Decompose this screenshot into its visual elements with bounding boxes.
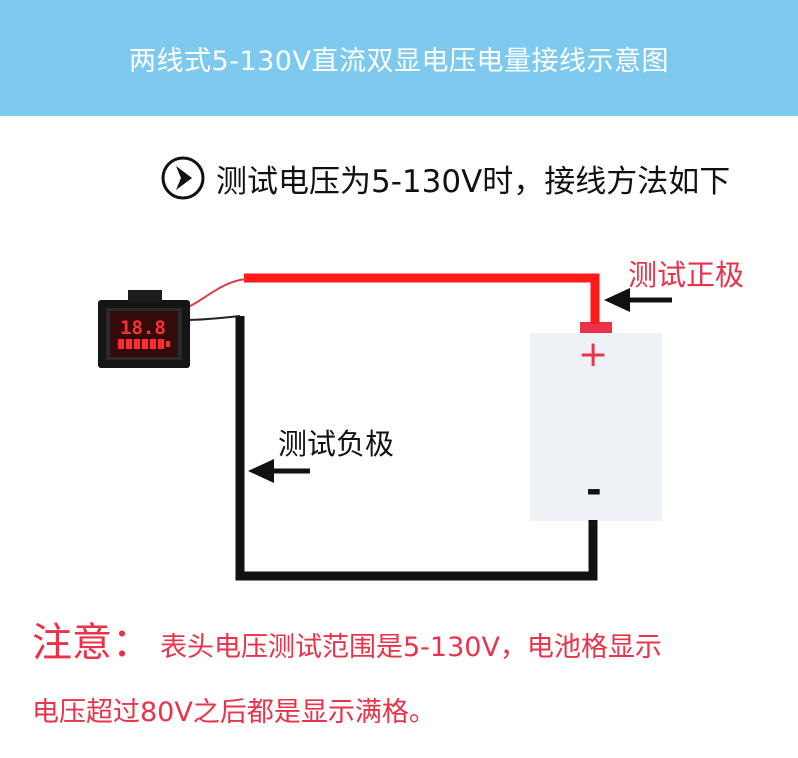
battery-body — [530, 333, 662, 521]
meter-red-lead — [185, 278, 247, 309]
positive-wire — [244, 273, 600, 324]
negative-label: 测试负极 — [278, 427, 395, 461]
battery-minus-sign: - — [586, 468, 602, 512]
voltmeter-device: 18.8 — [98, 290, 190, 368]
note-prefix: 注意： — [32, 620, 152, 666]
meter-display: 18.8 — [120, 317, 166, 339]
note-text-1: 表头电压测试范围是5-130V，电池格显示 — [160, 632, 662, 663]
battery-plus-sign: + — [578, 334, 609, 375]
note-block: 注意： 表头电压测试范围是5-130V，电池格显示 电压超过80V之后都是显示满… — [32, 610, 782, 729]
positive-pointer-arrow-icon — [604, 288, 672, 312]
meter-black-lead — [185, 315, 241, 321]
negative-wire — [235, 316, 598, 581]
subtitle-text: 测试电压为5-130V时，接线方法如下 — [216, 163, 731, 200]
battery-level-bar — [118, 339, 170, 349]
circle-arrow-right-icon — [161, 156, 205, 200]
positive-terminal — [580, 322, 612, 333]
page-title: 两线式5-130V直流双显电压电量接线示意图 — [129, 45, 669, 77]
positive-label: 测试正极 — [628, 258, 745, 292]
note-text-2: 电压超过80V之后都是显示满格。 — [32, 697, 436, 728]
negative-pointer-arrow-icon — [248, 459, 310, 483]
note-line-1: 注意： 表头电压测试范围是5-130V，电池格显示 — [32, 610, 782, 668]
header-banner: 两线式5-130V直流双显电压电量接线示意图 — [0, 0, 798, 116]
subtitle-row: 测试电压为5-130V时，接线方法如下 — [160, 150, 730, 206]
